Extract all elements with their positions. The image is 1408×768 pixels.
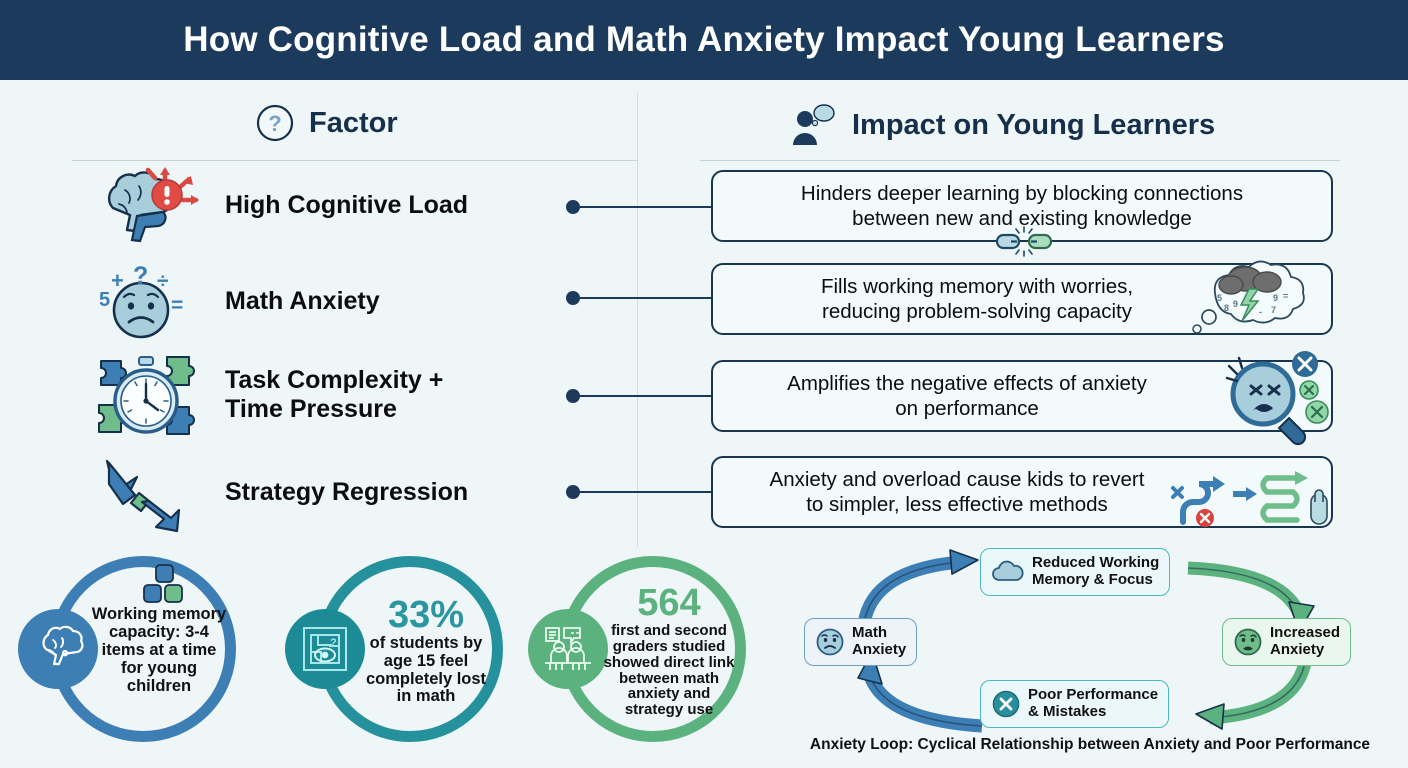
column-header-impact: Impact on Young Learners <box>790 103 1215 147</box>
connector-line <box>573 297 713 299</box>
svg-text:5: 5 <box>1217 293 1222 303</box>
brain-outline-icon <box>18 609 98 689</box>
svg-text:÷: ÷ <box>157 270 169 293</box>
loop-node-label: Poor Performance & Mistakes <box>1028 686 1159 720</box>
vertical-divider <box>637 92 638 547</box>
column-header-impact-label: Impact on Young Learners <box>852 108 1216 141</box>
maze-eye-icon: ? <box>285 609 365 689</box>
loop-node-math-anxiety: Math Anxiety <box>804 618 918 666</box>
factor-label: Strategy Regression <box>225 478 469 507</box>
svg-text:9: 9 <box>1233 299 1238 309</box>
brain-alert-icon <box>95 164 203 248</box>
stat-description: Working memory capacity: 3-4 items at a … <box>91 605 227 695</box>
factor-row: 5 + ? ÷ = Math Anxiety <box>95 259 595 345</box>
impact-box: Fills working memory with worries, reduc… <box>711 260 1333 335</box>
loop-node-poor-performance: Poor Performance & Mistakes <box>980 680 1170 728</box>
connector-line <box>573 395 713 397</box>
anxiety-loop-diagram: Math Anxiety Reduced Working Memory & Fo… <box>790 540 1390 768</box>
svg-text:9: 9 <box>1273 293 1278 303</box>
impact-box: Hinders deeper learning by blocking conn… <box>711 170 1333 257</box>
stat-circle: ? 33% of students by age 15 feel complet… <box>285 556 509 744</box>
worried-face-math-symbols-icon: 5 + ? ÷ = <box>95 260 203 344</box>
impact-text: Anxiety and overload cause kids to rever… <box>769 468 1145 516</box>
column-header-factor-label: Factor <box>309 106 398 139</box>
sad-face-blue-icon <box>815 627 845 657</box>
svg-text:=: = <box>171 294 183 317</box>
svg-text:+: + <box>111 268 124 293</box>
person-thought-bubble-icon <box>790 103 838 147</box>
impact-box: Anxiety and overload cause kids to rever… <box>711 456 1333 528</box>
sad-face-green-icon <box>1233 627 1263 657</box>
question-mark-circle-icon: ? <box>255 103 295 143</box>
factor-label: Math Anxiety <box>225 287 380 316</box>
classroom-students-icon <box>528 609 608 689</box>
stat-circle: 564 first and second graders studied sho… <box>528 556 752 744</box>
svg-text:-: - <box>1259 307 1262 317</box>
impact-text: Hinders deeper learning by blocking conn… <box>800 182 1244 230</box>
factor-row: Strategy Regression <box>95 450 595 536</box>
loop-caption: Anxiety Loop: Cyclical Relationship betw… <box>809 736 1371 753</box>
stat-circle: Working memory capacity: 3-4 items at a … <box>18 556 242 744</box>
magnifier-distressed-face-icon <box>1197 350 1329 448</box>
loop-node-label: Reduced Working Memory & Focus <box>1032 554 1160 588</box>
stat-content: 564 first and second graders studied sho… <box>594 570 744 732</box>
page-header: How Cognitive Load and Math Anxiety Impa… <box>0 0 1408 80</box>
impact-box: Amplifies the negative effects of anxiet… <box>711 351 1333 446</box>
connector-line <box>573 491 713 493</box>
stacked-blocks-icon <box>140 564 188 606</box>
stat-number: 564 <box>637 581 701 624</box>
stopwatch-puzzle-icon <box>95 353 203 437</box>
broken-chain-link-icon <box>989 226 1059 257</box>
factor-label: High Cognitive Load <box>225 191 469 220</box>
loop-node-label: Math Anxiety <box>852 624 907 658</box>
stat-description: of students by age 15 feel completely lo… <box>365 633 487 706</box>
downward-arrow-icon <box>95 451 203 535</box>
loop-node-reduced-working-memory: Reduced Working Memory & Focus <box>980 548 1171 596</box>
cloud-icon <box>991 559 1025 585</box>
x-circle-icon <box>991 689 1021 719</box>
stat-number: 33% <box>387 593 465 636</box>
svg-text:5: 5 <box>99 289 110 311</box>
factor-label: Task Complexity + Time Pressure <box>225 365 444 424</box>
loop-node-increased-anxiety: Increased Anxiety <box>1222 618 1352 666</box>
stat-content: Working memory capacity: 3-4 items at a … <box>84 578 234 724</box>
impact-text: Fills working memory with worries, reduc… <box>820 275 1134 323</box>
factor-row: Task Complexity + Time Pressure <box>95 352 595 438</box>
svg-text:?: ? <box>330 637 337 649</box>
connector-line <box>573 206 713 208</box>
column-header-factor: ? Factor <box>255 103 398 143</box>
svg-text:?: ? <box>133 262 148 290</box>
divider-left <box>72 160 637 161</box>
svg-text:8: 8 <box>1224 303 1229 313</box>
factor-row: High Cognitive Load <box>95 163 595 249</box>
svg-text:7: 7 <box>1271 305 1276 315</box>
svg-text:?: ? <box>268 111 281 136</box>
stat-description: first and second graders studied showed … <box>603 621 735 719</box>
loop-node-label: Increased Anxiety <box>1270 624 1341 658</box>
svg-text:=: = <box>1283 291 1288 301</box>
stat-content: 33% of students by age 15 feel completel… <box>351 578 501 724</box>
winding-path-arrows-icon <box>1169 466 1329 530</box>
loop-arrows <box>857 549 1315 733</box>
impact-text: Amplifies the negative effects of anxiet… <box>787 372 1147 420</box>
divider-right <box>700 160 1340 161</box>
page-title: How Cognitive Load and Math Anxiety Impa… <box>183 20 1225 59</box>
